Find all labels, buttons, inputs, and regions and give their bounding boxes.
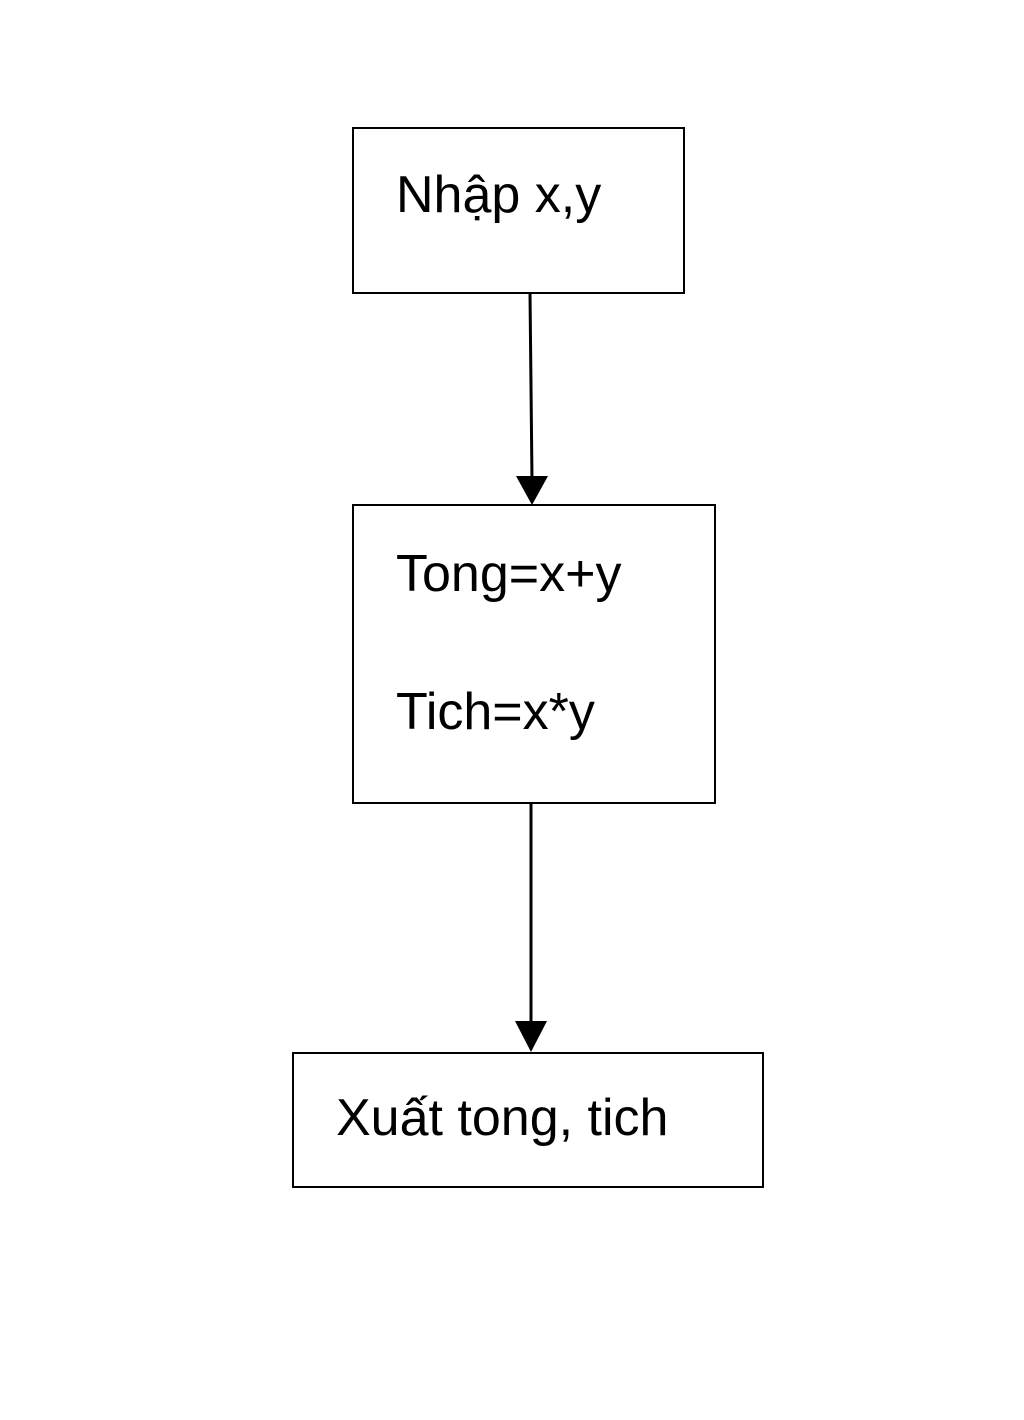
process-node: Tong=x+y Tich=x*y	[352, 504, 716, 804]
arrowhead-down-icon	[515, 1021, 547, 1052]
process-node-sum-label: Tong=x+y	[396, 545, 622, 603]
arrowhead-down-icon	[516, 476, 548, 505]
output-node: Xuất tong, tich	[292, 1052, 764, 1188]
output-node-label: Xuất tong, tich	[336, 1089, 669, 1147]
arrow-input-to-process	[528, 292, 534, 481]
process-node-product-label: Tich=x*y	[396, 683, 595, 741]
input-node-label: Nhập x,y	[396, 166, 602, 224]
input-node: Nhập x,y	[352, 127, 685, 294]
